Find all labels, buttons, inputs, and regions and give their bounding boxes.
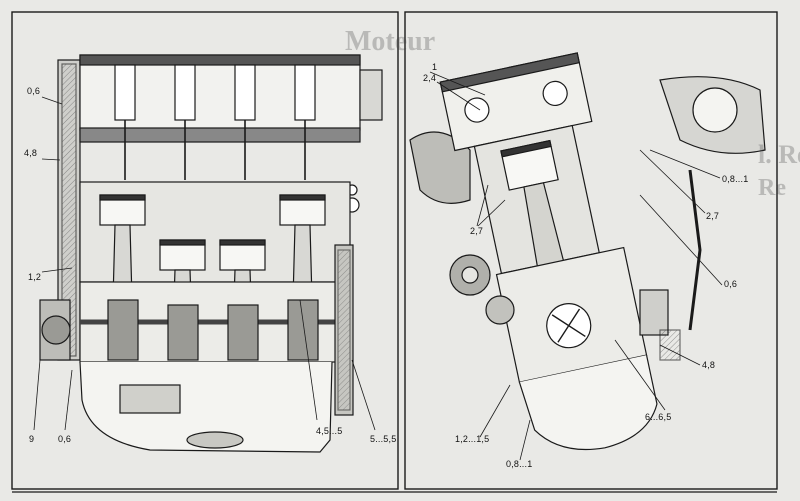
label-0-8-1-bottom: 0,8...1 bbox=[506, 459, 533, 469]
label-4-5-5: 4,5...5 bbox=[316, 426, 343, 436]
label-2-7-left: 2,7 bbox=[470, 226, 484, 236]
label-4-8-right: 4,8 bbox=[702, 360, 716, 370]
right-leader-lines bbox=[429, 71, 723, 461]
background-heading: Moteur bbox=[345, 26, 436, 57]
label-9: 9 bbox=[29, 434, 35, 444]
left-leader-lines bbox=[33, 96, 376, 431]
left-panel-frame bbox=[11, 11, 399, 490]
label-0-6-bottom: 0,6 bbox=[58, 434, 72, 444]
background-subheading: l. Re bbox=[758, 140, 800, 169]
label-0-6-right: 0,6 bbox=[724, 279, 738, 289]
label-6-6-5: 6...6,5 bbox=[645, 412, 672, 422]
label-1: 1 bbox=[432, 62, 438, 72]
label-2-7-right: 2,7 bbox=[706, 211, 720, 221]
label-0-8-1-top: 0,8...1 bbox=[722, 174, 749, 184]
label-5-5-5: 5...5,5 bbox=[370, 434, 397, 444]
label-2-4: 2,4 bbox=[423, 73, 437, 83]
label-1-2-1-5: 1,2...1,5 bbox=[455, 434, 490, 444]
right-panel-frame bbox=[404, 11, 778, 490]
label-1-2-left: 1,2 bbox=[28, 272, 42, 282]
label-4-8-left: 4,8 bbox=[24, 148, 38, 158]
background-subheading-2: Re bbox=[758, 175, 786, 201]
transverse-section bbox=[409, 52, 766, 451]
longitudinal-section bbox=[39, 54, 383, 453]
label-0-6-top: 0,6 bbox=[27, 86, 41, 96]
